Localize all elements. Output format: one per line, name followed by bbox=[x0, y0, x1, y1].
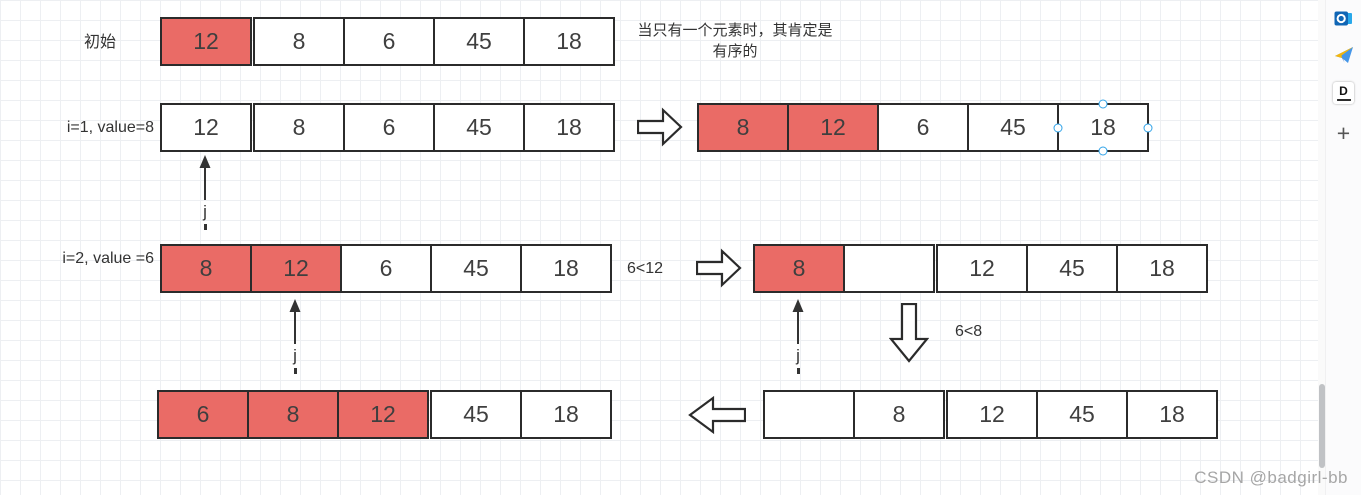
note-line-2: 有序的 bbox=[712, 43, 758, 60]
array-cell[interactable]: 18 bbox=[520, 390, 612, 439]
array-cell[interactable]: 6 bbox=[340, 244, 432, 293]
note-text[interactable]: 当只有一个元素时，其肯定是 有序的 bbox=[606, 20, 864, 62]
block-arrow-down[interactable] bbox=[889, 303, 929, 363]
array-cell-highlighted[interactable]: 12 bbox=[250, 244, 342, 293]
array-cell-highlighted[interactable]: 12 bbox=[787, 103, 879, 152]
j-pointer-step2-right[interactable]: j bbox=[789, 299, 807, 374]
array-cell[interactable]: 45 bbox=[1036, 390, 1128, 439]
array-cell[interactable]: 18 bbox=[520, 244, 612, 293]
sidebar-item-outlook[interactable] bbox=[1326, 9, 1361, 28]
array-cell[interactable]: 18 bbox=[523, 103, 615, 152]
comparison-6-lt-12[interactable]: 6<12 bbox=[627, 260, 664, 277]
array-cell[interactable]: 45 bbox=[967, 103, 1059, 152]
vertical-scrollbar-track[interactable] bbox=[1318, 0, 1325, 495]
d-app-letter: D bbox=[1339, 84, 1348, 98]
sidebar-item-telegram[interactable] bbox=[1326, 46, 1361, 65]
array-cell[interactable]: 18 bbox=[1053, 99, 1153, 156]
up-arrow-icon bbox=[199, 155, 211, 200]
note-line-1: 当只有一个元素时，其肯定是 bbox=[637, 22, 833, 39]
block-arrow-right-step2[interactable] bbox=[696, 248, 742, 288]
array-cell[interactable]: 8 bbox=[853, 390, 945, 439]
array-cell-highlighted[interactable]: 12 bbox=[337, 390, 429, 439]
array-cell[interactable]: 12 bbox=[946, 390, 1038, 439]
array-cell[interactable]: 8 bbox=[253, 17, 345, 66]
array-cell-highlighted[interactable]: 8 bbox=[753, 244, 845, 293]
array-cell[interactable]: 45 bbox=[430, 244, 522, 293]
array-cell[interactable]: 45 bbox=[433, 103, 525, 152]
array-cell-highlighted[interactable]: 12 bbox=[160, 17, 252, 66]
diagram-canvas[interactable]: 初始 i=1, value=8 i=2, value =6 当只有一个元素时，其… bbox=[0, 0, 1318, 495]
array-cell[interactable] bbox=[843, 244, 935, 293]
array-cell-highlighted[interactable]: 8 bbox=[247, 390, 339, 439]
dash-dot bbox=[293, 368, 297, 374]
j-label: j bbox=[293, 346, 297, 365]
selection-handle-left[interactable] bbox=[1053, 123, 1063, 132]
array-cell[interactable]: 18 bbox=[523, 17, 615, 66]
array-cell[interactable]: 6 bbox=[877, 103, 969, 152]
label-initial[interactable]: 初始 bbox=[83, 34, 116, 51]
label-step1[interactable]: i=1, value=8 bbox=[66, 119, 154, 136]
array-cell[interactable]: 6 bbox=[343, 17, 435, 66]
j-label: j bbox=[796, 346, 800, 365]
up-arrow-icon bbox=[289, 299, 301, 344]
array-cell-highlighted[interactable]: 8 bbox=[697, 103, 789, 152]
d-app-subtext bbox=[1336, 98, 1351, 101]
comparison-6-lt-8[interactable]: 6<8 bbox=[955, 323, 983, 340]
vertical-scrollbar-thumb[interactable] bbox=[1318, 384, 1325, 468]
array-cell[interactable]: 45 bbox=[1026, 244, 1118, 293]
array-cell[interactable]: 12 bbox=[160, 103, 252, 152]
array-cell-highlighted[interactable]: 6 bbox=[157, 390, 249, 439]
array-cell[interactable]: 12 bbox=[936, 244, 1028, 293]
selection-handle-bottom[interactable] bbox=[1098, 146, 1108, 156]
array-cell-highlighted[interactable]: 8 bbox=[160, 244, 252, 293]
up-arrow-icon bbox=[792, 299, 804, 344]
sidebar-item-d-app[interactable]: D bbox=[1326, 82, 1361, 104]
csdn-watermark: CSDN @badgirl-bb bbox=[1194, 468, 1348, 487]
array-cell[interactable]: 45 bbox=[430, 390, 522, 439]
j-pointer-step2-left[interactable]: j bbox=[286, 299, 304, 374]
browser-sidebar: D + bbox=[1325, 0, 1361, 495]
array-cell[interactable]: 8 bbox=[253, 103, 345, 152]
array-cell[interactable]: 45 bbox=[433, 17, 525, 66]
array-cell[interactable]: 6 bbox=[343, 103, 435, 152]
j-pointer-step1[interactable]: j bbox=[196, 155, 214, 230]
block-arrow-left[interactable] bbox=[688, 395, 746, 435]
array-cell[interactable] bbox=[763, 390, 855, 439]
selection-handle-right[interactable] bbox=[1143, 123, 1153, 132]
dash-dot bbox=[796, 368, 800, 374]
array-cell[interactable]: 18 bbox=[1116, 244, 1208, 293]
outlook-icon bbox=[1334, 11, 1352, 26]
label-step2[interactable]: i=2, value =6 bbox=[62, 250, 154, 267]
selection-handle-top[interactable] bbox=[1098, 99, 1108, 109]
array-cell[interactable]: 18 bbox=[1126, 390, 1218, 439]
paper-plane-icon bbox=[1334, 47, 1353, 63]
block-arrow-right-step1[interactable] bbox=[637, 107, 683, 147]
sidebar-add-button[interactable]: + bbox=[1326, 120, 1361, 146]
j-label: j bbox=[203, 202, 207, 221]
d-app-icon: D bbox=[1333, 82, 1354, 104]
dash-dot bbox=[203, 224, 207, 230]
plus-icon: + bbox=[1336, 120, 1351, 146]
